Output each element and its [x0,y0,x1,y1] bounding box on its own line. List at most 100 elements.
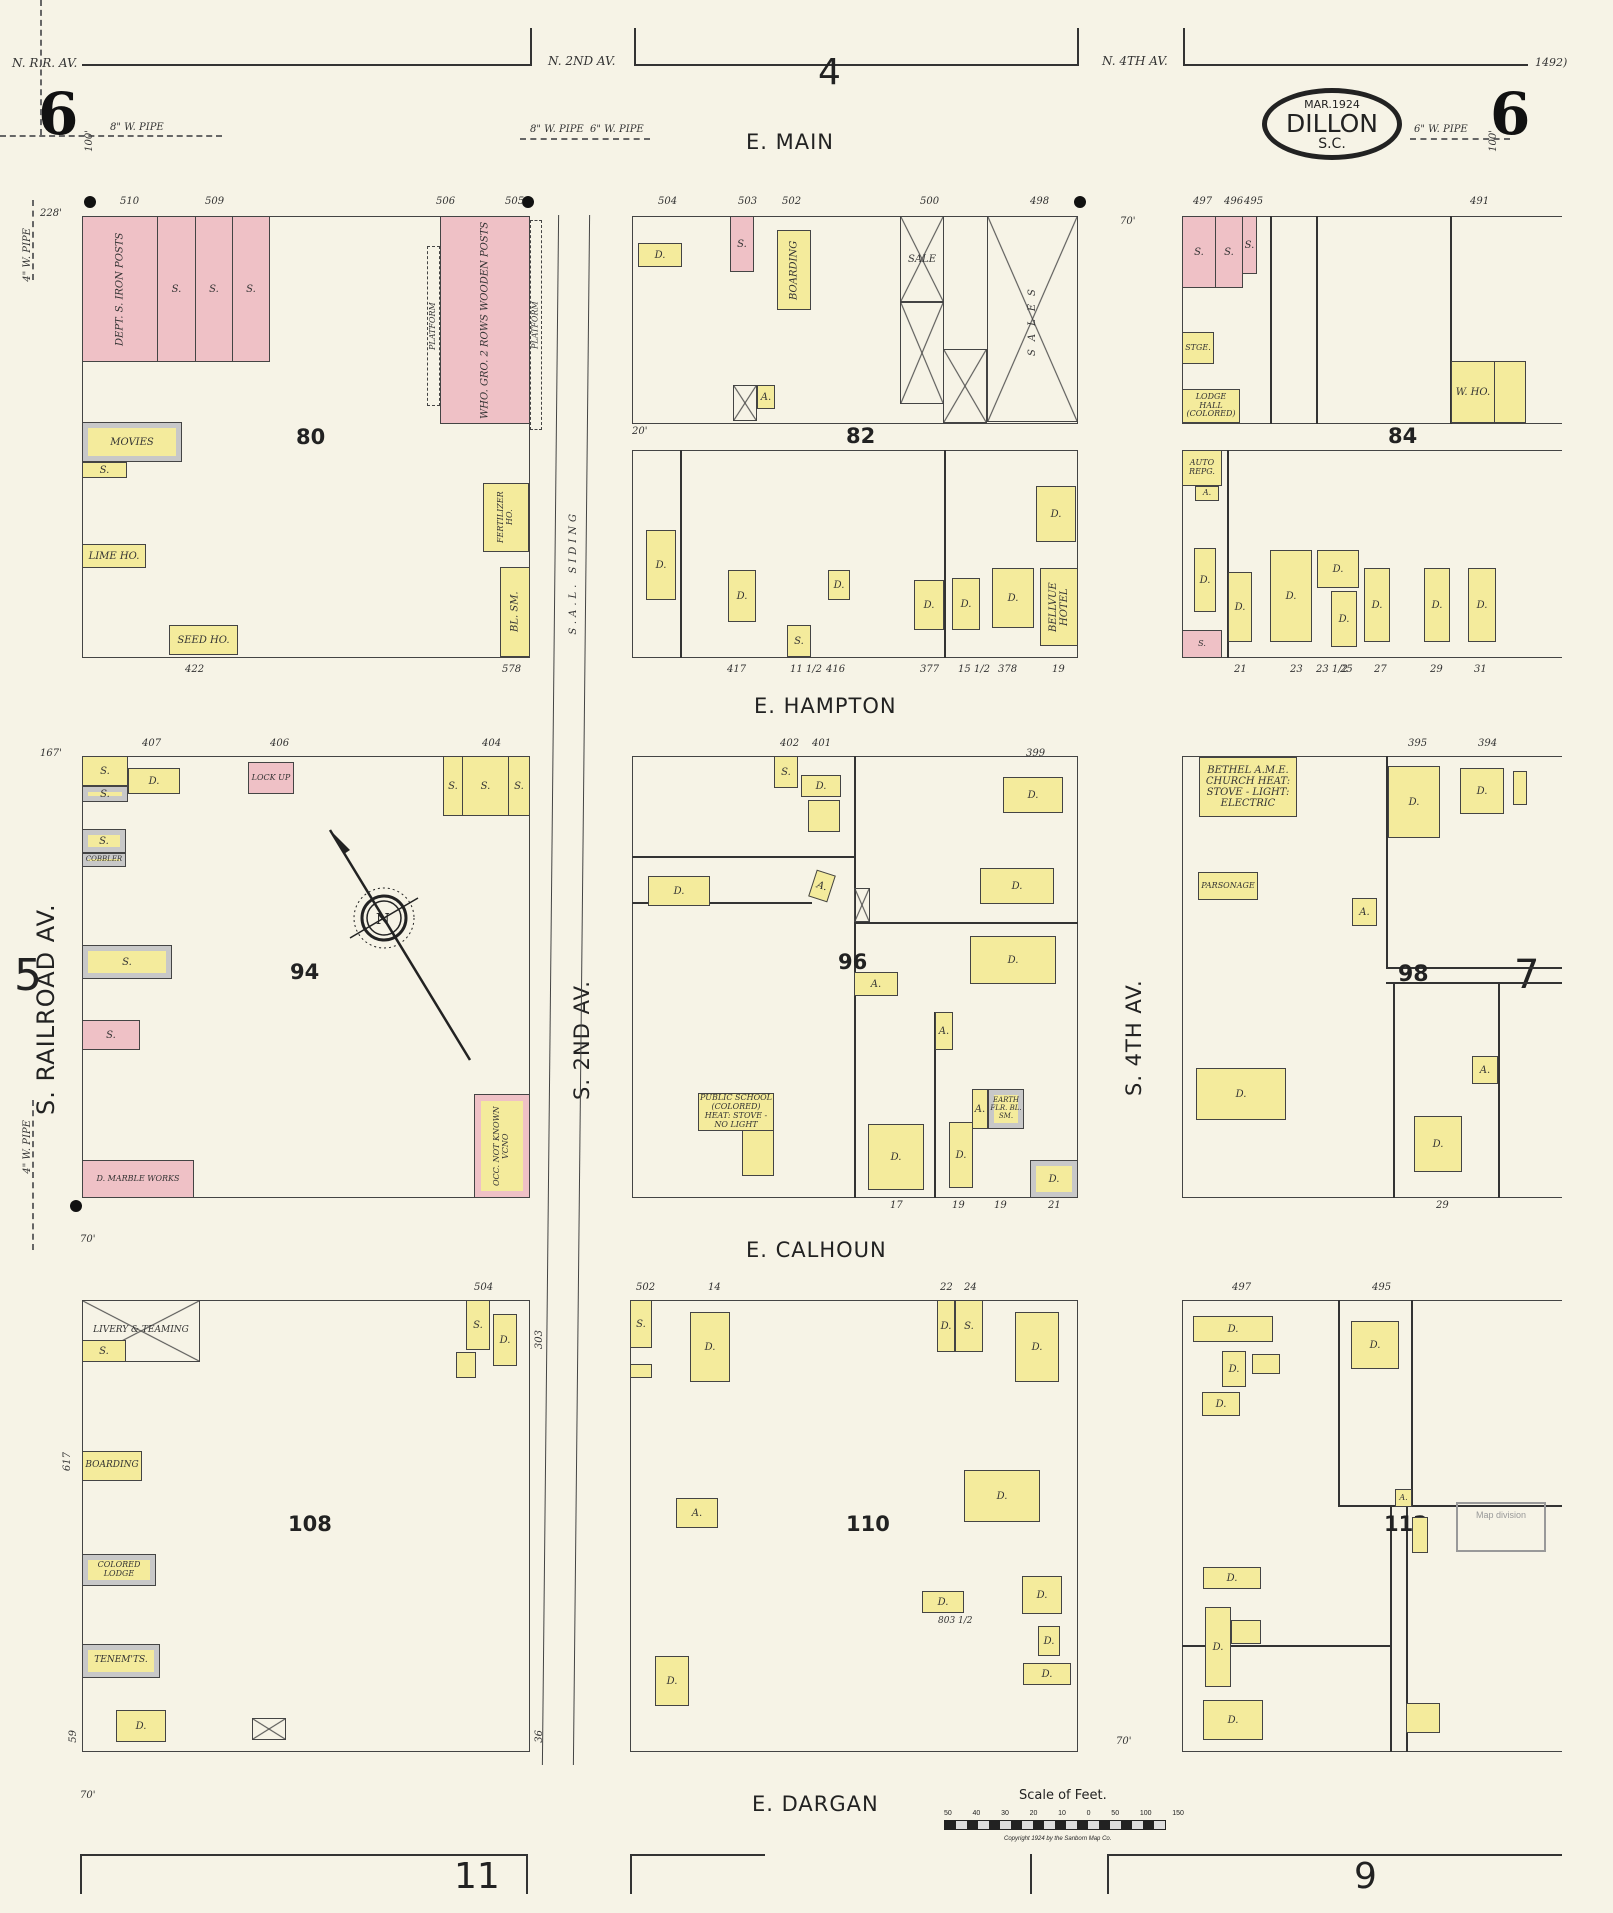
block-82-south[interactable] [632,450,1078,658]
building-dwelling[interactable]: D. [648,876,710,906]
building-dwelling[interactable]: D. [1222,1351,1246,1387]
building-dwelling[interactable]: D. [638,243,682,267]
building-colored-lodge[interactable]: COLORED LODGE [82,1554,156,1586]
building-bethel-ame-church[interactable]: BETHEL A.M.E. CHURCH HEAT: STOVE - LIGHT… [1199,757,1297,817]
building-dwelling[interactable]: D. [1414,1116,1462,1172]
building-frame[interactable] [854,888,870,922]
building-fertilizer-house[interactable]: FERTILIZER HO. [483,483,529,552]
building-frame[interactable] [943,349,987,423]
building-dwelling[interactable]: D. [1196,1068,1286,1120]
building-store[interactable]: S. [508,756,530,816]
building-frame[interactable] [900,302,944,404]
building-storage[interactable]: STGE. [1182,332,1214,364]
building-frame[interactable] [1513,771,1527,805]
building-frame[interactable] [456,1352,476,1378]
building-dwelling[interactable]: D. [116,1710,166,1742]
building-dwelling[interactable]: D. [937,1300,955,1352]
building-auto-repair[interactable]: AUTO REPG. [1182,450,1222,486]
building-auto[interactable]: A. [757,385,775,409]
building-store[interactable]: S. [157,216,196,362]
building-dwelling[interactable]: D. [1194,548,1216,612]
building-sale[interactable]: SALE [900,216,944,302]
building-warehouse[interactable]: W. HO. [1451,361,1495,423]
building-store[interactable]: S. [1242,216,1257,274]
building-dwelling[interactable]: D. [980,868,1054,904]
building-dwelling[interactable]: D. [949,1122,973,1188]
building-auto[interactable]: A. [1352,898,1377,926]
building-dwelling[interactable]: D. [1030,1160,1078,1198]
building-store[interactable]: S. [82,829,126,853]
building-dwelling[interactable]: D. [1023,1663,1071,1685]
building-dwelling[interactable]: D. [992,568,1034,628]
building-parsonage[interactable]: PARSONAGE [1198,872,1258,900]
block-84-north[interactable] [1182,216,1562,424]
building-boarding[interactable]: BOARDING [82,1451,142,1481]
building-bellvue-hotel[interactable]: BELLVUE HOTEL [1040,568,1078,646]
building-store[interactable]: S. [1182,216,1216,288]
building-blacksmith[interactable]: EARTH FLR. BL. SM. [988,1089,1024,1129]
building-dwelling[interactable]: D. [1331,591,1357,647]
building-auto[interactable]: A. [854,972,898,996]
building-dwelling[interactable]: D. [952,578,980,630]
building-store[interactable]: S. [82,756,128,786]
building-dwelling[interactable]: D. [1388,766,1440,838]
building-store[interactable]: S. [462,756,509,816]
building-dwelling[interactable]: D. [493,1314,517,1366]
building-frame[interactable] [1412,1517,1428,1553]
building-dwelling[interactable]: D. [1351,1321,1399,1369]
building-dwelling[interactable]: D. [964,1470,1040,1522]
building-dwelling[interactable]: D. [1015,1312,1059,1382]
building-dwelling[interactable]: D. [1270,550,1312,642]
building-auto[interactable]: A. [935,1012,953,1050]
building-dwelling[interactable]: D. [1003,777,1063,813]
building-dwelling[interactable]: D. [128,768,180,794]
building-seed-house[interactable]: SEED HO. [169,625,238,655]
building-frame[interactable] [742,1130,774,1176]
building-public-school[interactable]: PUBLIC SCHOOL (COLORED) HEAT: STOVE - NO… [698,1093,774,1131]
building-frame[interactable] [1252,1354,1280,1374]
building-dwelling[interactable]: D. [1460,768,1504,814]
building-cobbler[interactable]: COBBLER [82,853,126,867]
building-store[interactable]: S. [1182,630,1222,658]
building-dwelling[interactable]: D. [690,1312,730,1382]
building-dwelling[interactable]: D. [646,530,676,600]
block-84-south[interactable] [1182,450,1562,658]
building-lime-house[interactable]: LIME HO. [82,544,146,568]
building-auto[interactable]: A. [1472,1056,1498,1084]
building-store[interactable]: S. [195,216,233,362]
building-store[interactable]: S. [787,625,811,657]
building-frame[interactable] [1406,1703,1440,1733]
building-dwelling[interactable]: D. [922,1591,964,1613]
building-dwelling[interactable]: D. [1364,568,1390,642]
building-store[interactable]: S. [466,1300,490,1350]
block-110[interactable] [630,1300,1078,1752]
building-dwelling[interactable]: D. [970,936,1056,984]
block-112[interactable] [1182,1300,1562,1752]
building-store[interactable]: S. [82,1340,126,1362]
building-auto[interactable]: A. [676,1498,718,1528]
building-frame[interactable] [630,1364,652,1378]
building-movies[interactable]: MOVIES [82,422,182,462]
building-store[interactable]: S. [774,756,798,788]
building-sales[interactable]: SALES [987,216,1078,422]
building-auto[interactable]: A. [972,1089,988,1129]
building-store[interactable]: S. [1215,216,1243,288]
building-store[interactable]: S. [82,945,172,979]
building-dwelling[interactable]: D. [1228,572,1252,642]
building-store[interactable]: S. [82,462,127,478]
building-marble-works[interactable]: D. MARBLE WORKS [82,1160,194,1198]
building-store[interactable]: S. [82,786,128,802]
building-dwelling[interactable]: D. [1036,486,1076,542]
building-tenements[interactable]: TENEM'TS. [82,1644,160,1678]
building-frame[interactable] [1494,361,1526,423]
building-dept-store[interactable]: DEPT. S. IRON POSTS [82,216,158,362]
building-dwelling[interactable]: D. [728,570,756,622]
building-dwelling[interactable]: D. [828,570,850,600]
building-dwelling[interactable]: D. [655,1656,689,1706]
building-frame[interactable] [1231,1620,1261,1644]
block-108[interactable] [82,1300,530,1752]
building-blacksmith[interactable]: BL. SM. [500,567,530,657]
building-dwelling[interactable]: D. [1317,550,1359,588]
building-store[interactable]: S. [82,1020,140,1050]
block-98[interactable] [1182,756,1562,1198]
